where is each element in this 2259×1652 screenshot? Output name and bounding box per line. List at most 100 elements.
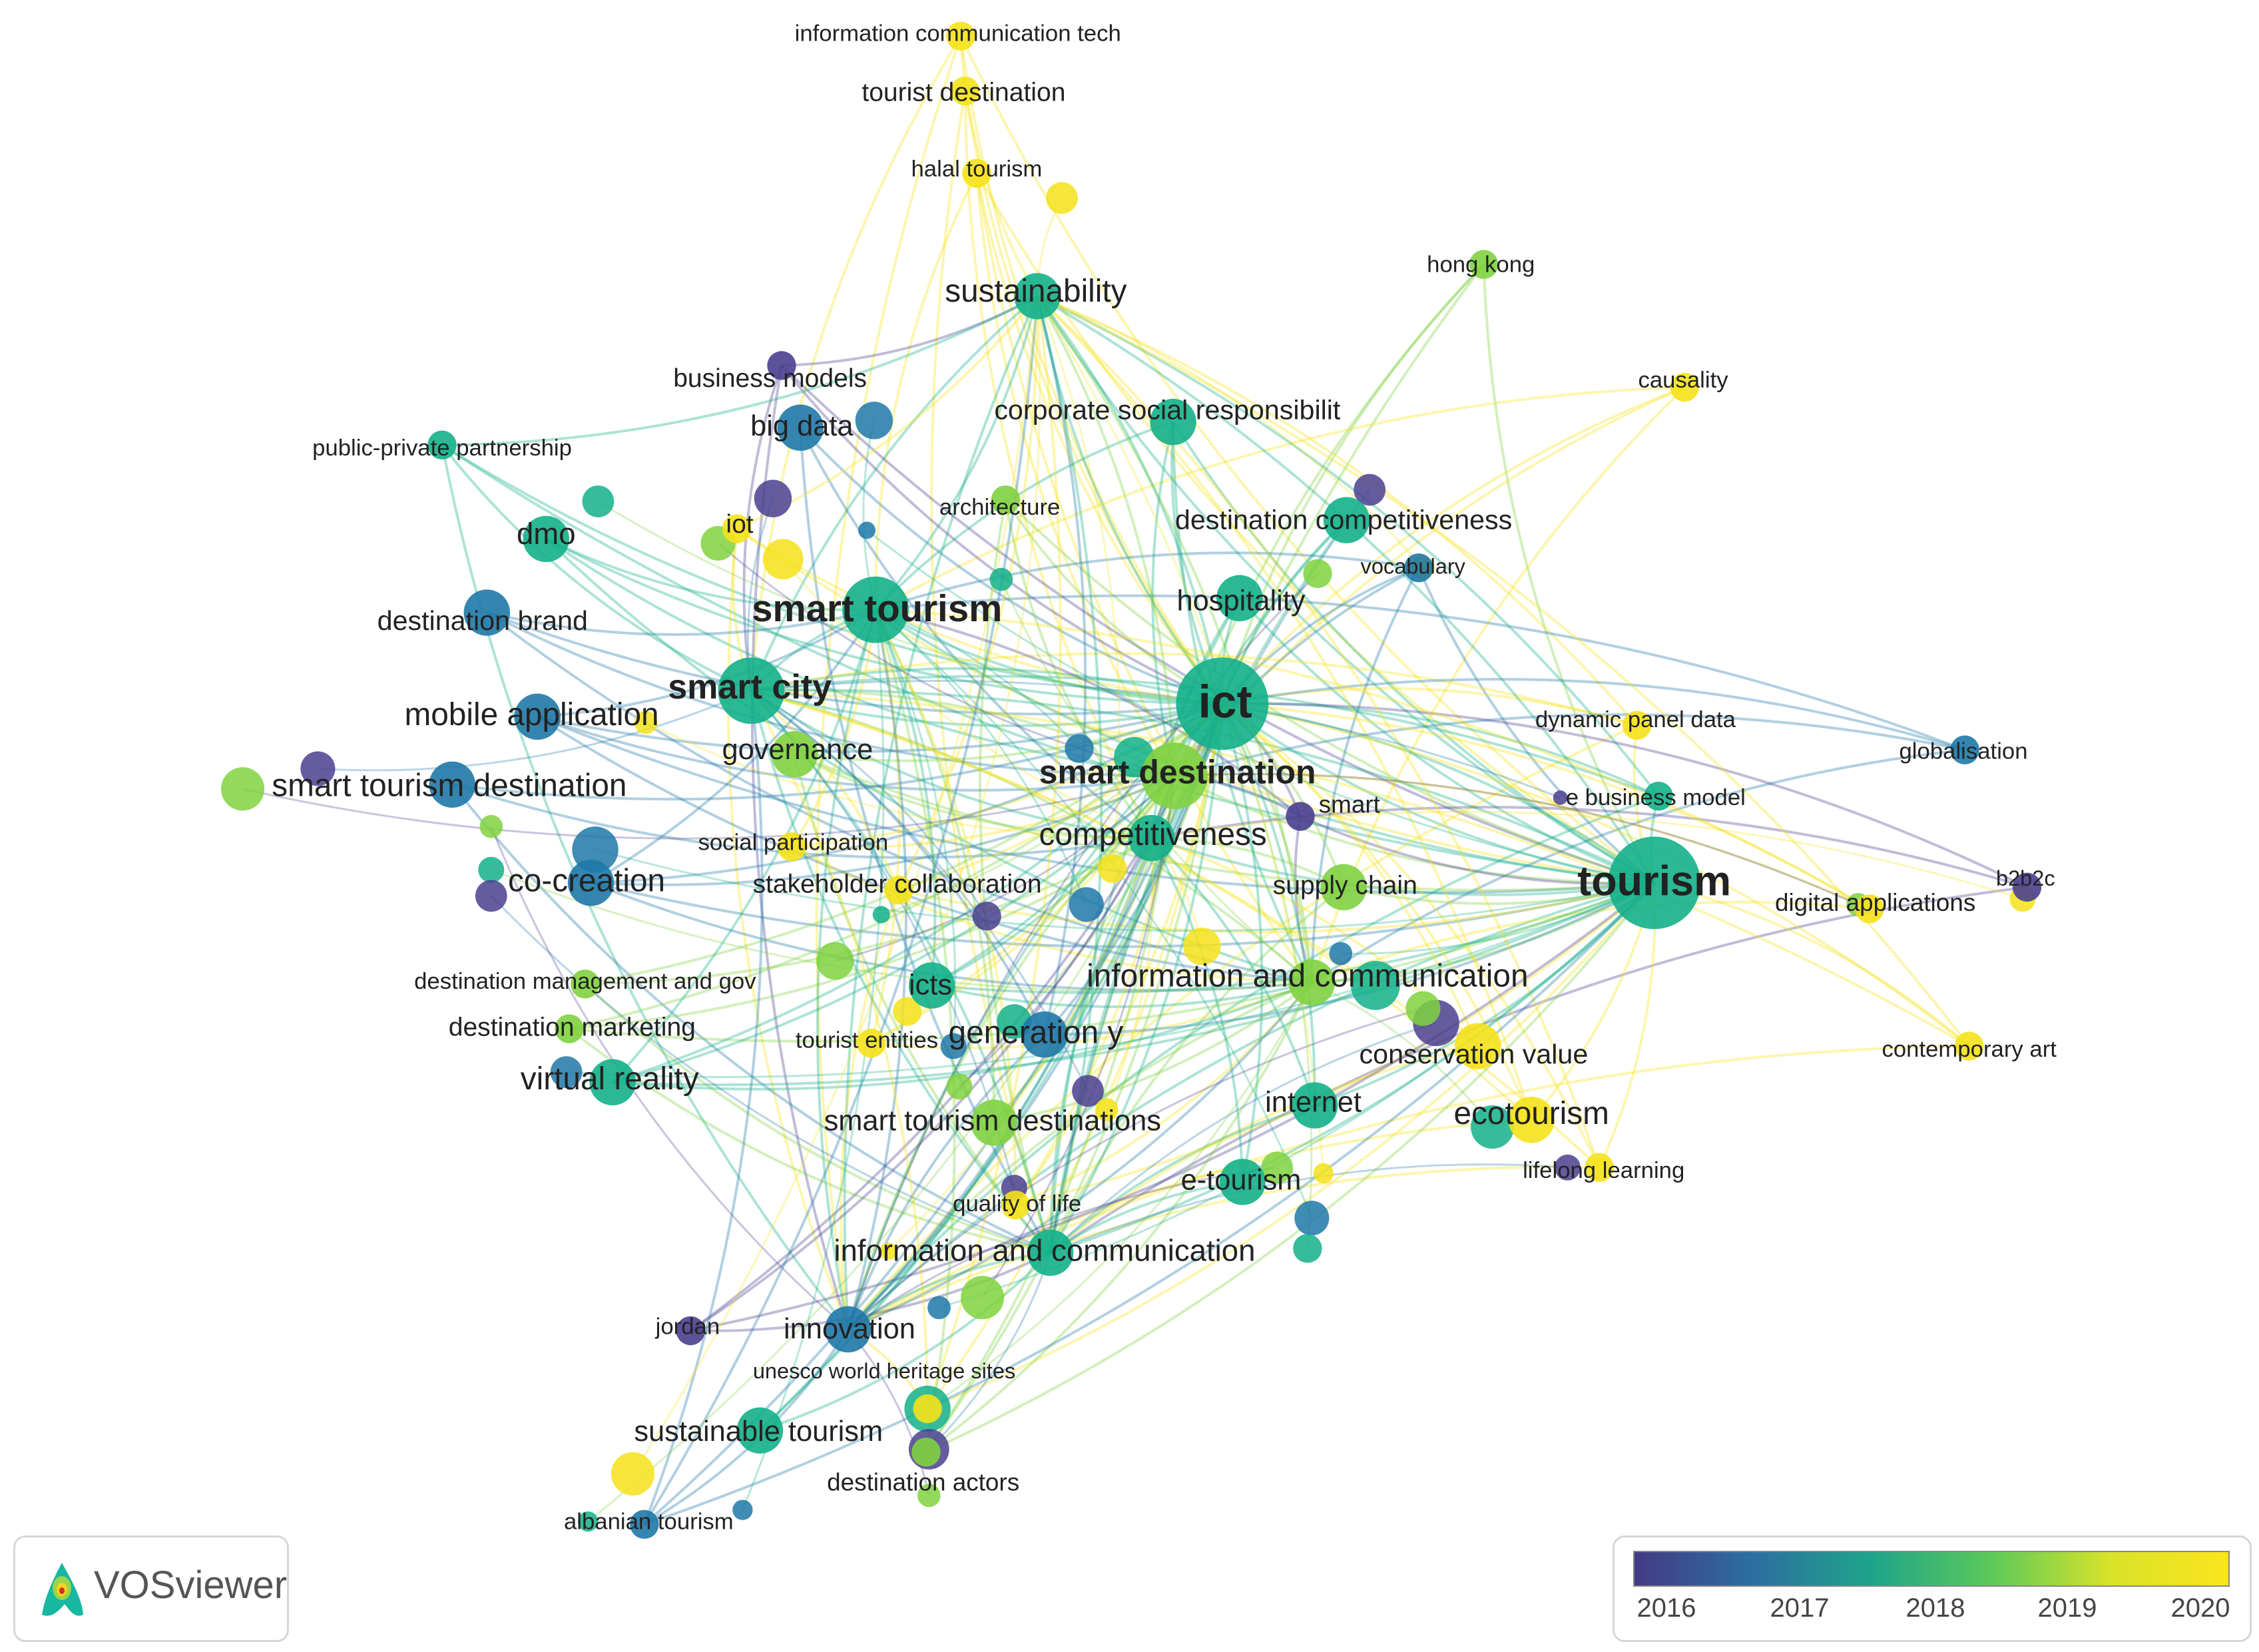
node-label: e business model [1566, 785, 1746, 810]
network-link [898, 881, 1655, 934]
network-link [441, 443, 1654, 884]
node-label: information and communication [1087, 959, 1528, 994]
network-link [750, 667, 1223, 705]
network-link [1311, 981, 1493, 1128]
network-link [1036, 295, 1176, 776]
network-node [1323, 497, 1370, 543]
node-label: corporate social responsibilit [994, 394, 1341, 425]
network-link [451, 702, 1223, 801]
node-label: halal tourism [911, 156, 1043, 182]
node-label: destination competitiveness [1175, 504, 1512, 535]
network-node [842, 576, 909, 643]
network-node [767, 351, 796, 380]
network-node [1176, 657, 1269, 750]
network-node [1219, 1159, 1266, 1205]
network-link [750, 689, 900, 891]
node-label: smart city [668, 668, 832, 706]
network-link [847, 1007, 1423, 1330]
network-node [950, 77, 980, 106]
network-link [1238, 597, 1655, 884]
network-link [537, 715, 1175, 792]
network-node [550, 1056, 583, 1089]
node-label: tourism [1577, 858, 1731, 905]
network-link [897, 296, 1039, 891]
network-link [741, 609, 885, 1511]
network-link [846, 1033, 1046, 1330]
network-link [847, 1328, 930, 1496]
network-node [514, 693, 561, 740]
network-link [1036, 296, 1224, 705]
network-link [834, 775, 1176, 962]
network-link [612, 981, 1313, 1091]
node-label: architecture [939, 495, 1060, 520]
network-link [925, 776, 1176, 1453]
network-link [1014, 703, 1224, 1206]
network-link [1050, 1163, 1568, 1254]
network-node [911, 1438, 941, 1467]
network-node [989, 567, 1013, 591]
network-link [750, 689, 1601, 1169]
network-link [874, 609, 957, 1047]
vosviewer-logo: VOSviewer [13, 1535, 289, 1642]
network-link [782, 558, 1152, 839]
network-link [847, 1045, 1969, 1331]
network-link [1311, 748, 1965, 984]
network-link [1049, 1045, 1479, 1254]
network-link [751, 652, 1638, 727]
network-link [751, 680, 1561, 799]
network-link [931, 775, 1176, 987]
network-node [1855, 894, 1884, 924]
network-link [612, 882, 1655, 1087]
node-label: information and communication [834, 1233, 1255, 1267]
node-label: big data [750, 410, 854, 442]
network-node [589, 1059, 636, 1106]
network-link [1004, 499, 1655, 884]
node-label: tourist destination [862, 78, 1065, 107]
network-link [875, 594, 1965, 752]
node-label: co-creation [508, 863, 665, 898]
network-node [1329, 942, 1353, 965]
node-label: public-private partnership [312, 435, 572, 461]
network-link [815, 35, 962, 1330]
network-node [946, 1073, 973, 1100]
node-label: e-tourism [1181, 1165, 1302, 1197]
network-link [1172, 421, 1655, 884]
network-node [475, 880, 507, 912]
network-node [940, 1033, 967, 1059]
network-link [750, 35, 962, 691]
network-link [847, 794, 1659, 1330]
network-link [1036, 295, 1314, 983]
network-link [931, 981, 1312, 1009]
node-label: jordan [655, 1314, 720, 1339]
node-label: destination marketing [449, 1013, 696, 1041]
network-link [1220, 263, 1485, 704]
network-node [2012, 872, 2042, 902]
network-node [762, 539, 804, 580]
network-node [1404, 553, 1433, 583]
network-link [975, 173, 1313, 983]
network-link [790, 609, 878, 848]
network-link [875, 609, 1081, 750]
network-node [777, 404, 824, 451]
network-link [898, 702, 1224, 892]
node-label: smart destination [1039, 753, 1316, 790]
network-link [486, 611, 1312, 984]
network-link [1654, 881, 1971, 1047]
network-node [816, 942, 854, 980]
network-node [722, 514, 752, 543]
network-node [1955, 1031, 1984, 1061]
network-link [799, 427, 1152, 840]
legend-tick: 2017 [1770, 1593, 1830, 1623]
legend-tick: 2018 [1905, 1593, 1965, 1623]
network-node [777, 832, 806, 862]
network-link [1049, 1104, 1316, 1254]
network-link [1105, 838, 1154, 1111]
network-link [875, 386, 1685, 611]
network-link [442, 295, 1038, 447]
network-node [927, 1296, 951, 1320]
node-label: digital applications [1775, 889, 1975, 916]
network-node [1585, 1153, 1614, 1183]
network-link [870, 609, 901, 1044]
network-link [1043, 703, 1224, 1036]
network-link [847, 724, 1638, 1330]
